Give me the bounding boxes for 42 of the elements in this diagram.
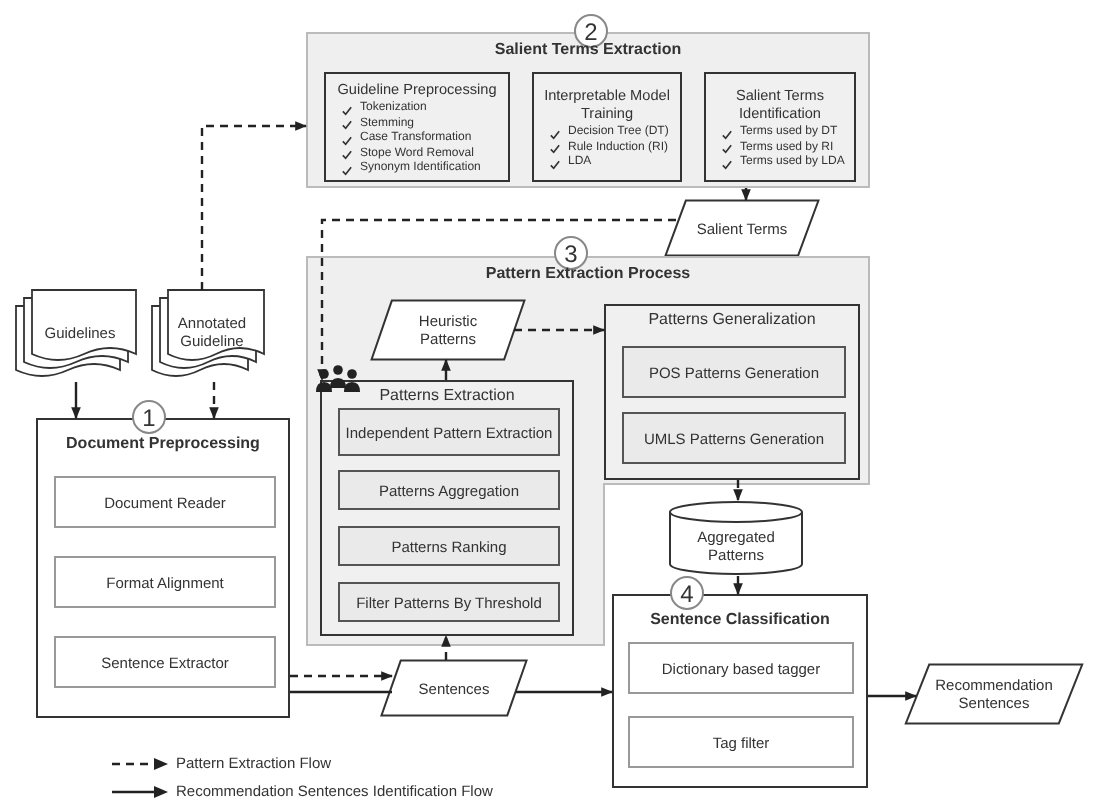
step-box — [338, 582, 560, 622]
step-number: 1 — [132, 400, 166, 434]
arrow — [317, 218, 676, 382]
step-box — [54, 636, 276, 688]
process-box — [532, 72, 682, 182]
step-box — [622, 412, 846, 464]
step-box — [338, 526, 560, 566]
arrow — [71, 382, 81, 420]
box-title: Document Preprocessing — [66, 434, 260, 454]
arrow — [200, 121, 308, 290]
step-box — [54, 556, 276, 608]
connector-line — [290, 690, 392, 694]
process-box — [604, 304, 860, 480]
process-box — [324, 72, 510, 182]
box-title: Patterns Extraction — [379, 386, 515, 406]
step-box — [628, 642, 854, 694]
arrow — [441, 358, 451, 380]
step-box — [338, 408, 560, 456]
document-stack — [16, 290, 140, 382]
box-title: Patterns Generalization — [648, 310, 816, 330]
step-number: 3 — [554, 236, 588, 270]
arrow — [516, 687, 614, 697]
database-cylinder — [668, 500, 804, 576]
arrow — [733, 480, 743, 502]
box-title: Sentence Classification — [650, 610, 830, 630]
arrow — [868, 691, 918, 701]
arrow — [441, 634, 451, 660]
step-box — [622, 346, 846, 398]
step-box — [338, 470, 560, 510]
arrow — [741, 188, 751, 202]
arrow — [209, 382, 219, 420]
data-parallelogram — [904, 664, 1084, 724]
step-box — [628, 716, 854, 768]
arrow — [514, 325, 606, 335]
arrow — [733, 576, 743, 596]
document-stack — [152, 290, 268, 382]
step-box — [54, 476, 276, 528]
data-parallelogram — [380, 660, 528, 716]
arrow — [290, 671, 394, 681]
process-box — [704, 72, 856, 182]
step-number: 4 — [670, 576, 704, 610]
box-title: Pattern Extraction Process — [485, 264, 691, 284]
